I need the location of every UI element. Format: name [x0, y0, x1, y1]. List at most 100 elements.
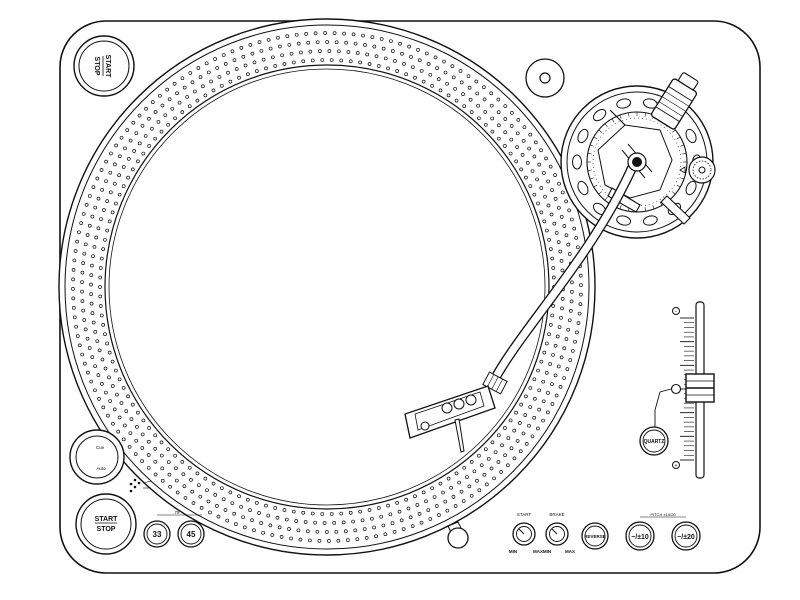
- platter[interactable]: [58, 18, 596, 556]
- pitch-10-button[interactable]: −/±10: [625, 521, 655, 551]
- tonearm-base-slot: [592, 108, 607, 122]
- strobe-dot: [532, 377, 537, 382]
- strobe-dot: [150, 126, 154, 131]
- strobe-dot: [483, 110, 488, 114]
- strobe-dot: [509, 137, 514, 142]
- strobe-dot: [528, 132, 533, 137]
- strobe-dot: [459, 80, 464, 85]
- strobe-dot: [550, 313, 555, 318]
- speed-45-label: 45: [187, 530, 196, 539]
- strobe-dot: [547, 332, 551, 337]
- strobe-dot: [566, 242, 571, 247]
- strobe-dot: [362, 527, 367, 531]
- strobe-dot: [241, 515, 245, 520]
- strobe-dot: [519, 167, 524, 172]
- strobe-dot: [180, 110, 185, 114]
- strobe-dot: [80, 270, 85, 275]
- strobe-dot: [379, 514, 384, 519]
- strobe-dot: [514, 159, 518, 164]
- quartz-indicator-led: [670, 383, 682, 395]
- strobe-dot: [397, 509, 402, 514]
- strobe-dot: [567, 318, 572, 323]
- strobe-dot: [318, 49, 322, 53]
- strobe-dot: [80, 352, 85, 357]
- strobe-dot: [570, 290, 574, 294]
- strobe-dot: [282, 62, 287, 66]
- strobe-dot: [574, 236, 579, 240]
- strobe-dot: [430, 83, 435, 88]
- start-knob[interactable]: START MIN MAX: [509, 512, 543, 554]
- cue-auto-knob[interactable]: Cue Auto: [69, 429, 125, 485]
- brake-knob-max: MAX: [565, 549, 575, 554]
- strobe-dot: [126, 394, 130, 399]
- strobe-dot: [339, 58, 344, 63]
- strobe-dot: [417, 58, 422, 63]
- top-start-stop-button[interactable]: START STOP: [73, 35, 135, 97]
- start-stop-button[interactable]: START STOP: [75, 493, 137, 555]
- speed-45-button[interactable]: 45: [177, 520, 205, 548]
- top-start-label: START: [104, 55, 111, 79]
- strobe-dot: [294, 519, 299, 523]
- strobe-dot: [107, 375, 111, 380]
- tonearm-base-tick: [659, 201, 663, 206]
- strobe-dot: [383, 532, 388, 537]
- strobe-dot: [191, 501, 196, 505]
- strobe-dot: [467, 484, 472, 489]
- strobe-dot: [556, 364, 561, 369]
- strobe-dot: [80, 280, 84, 284]
- anti-skate-dial[interactable]: [679, 156, 716, 184]
- tonearm[interactable]: [482, 152, 647, 395]
- strobe-dot: [204, 61, 209, 66]
- strobe-dot: [81, 308, 85, 313]
- strobe-dot: [232, 58, 237, 62]
- strobe-dots: [71, 31, 583, 543]
- pitch-20-button[interactable]: −/±20: [671, 521, 701, 551]
- strobe-dot: [261, 530, 265, 535]
- strobe-dot: [559, 315, 563, 320]
- strobe-dot: [374, 54, 379, 59]
- strobe-dot: [553, 343, 558, 348]
- strobe-dot: [104, 159, 108, 164]
- pitch-slider-thumb[interactable]: [685, 373, 715, 403]
- quartz-button[interactable]: QUARTZ: [639, 426, 669, 456]
- strobe-dot: [341, 520, 346, 525]
- strobe-dot: [303, 520, 308, 524]
- slider-top-mark: −: [675, 309, 678, 315]
- strobe-dot: [336, 538, 341, 543]
- counterweight[interactable]: [650, 69, 702, 130]
- strobe-dot: [512, 428, 517, 433]
- strobe-dot: [153, 110, 158, 114]
- target-light[interactable]: [447, 521, 469, 549]
- strobe-dot: [572, 226, 577, 231]
- finger-lift[interactable]: [454, 418, 465, 453]
- strobe-dot: [92, 244, 97, 249]
- reverse-button[interactable]: REVERSE: [581, 522, 609, 550]
- strobe-dot: [451, 75, 456, 80]
- strobe-dot: [117, 415, 122, 420]
- strobe-dot: [123, 423, 127, 428]
- strobe-dot: [75, 239, 79, 244]
- speed-33-button[interactable]: 33: [143, 520, 171, 548]
- strobe-dot: [243, 525, 247, 530]
- strobe-dot: [565, 367, 570, 371]
- top-stop-label: STOP: [93, 57, 100, 76]
- tonearm-base-tick: [587, 169, 592, 171]
- headshell[interactable]: [404, 385, 496, 453]
- strobe-dot: [285, 34, 290, 38]
- tonearm-base-tick: [644, 207, 646, 212]
- strobe-dot: [327, 539, 331, 543]
- strobe-dot: [110, 359, 115, 364]
- strobe-dot: [128, 138, 133, 143]
- cue-lever[interactable]: [660, 195, 691, 225]
- strobe-dot: [106, 413, 110, 418]
- strobe-dot: [483, 447, 488, 452]
- strobe-dot: [248, 508, 252, 512]
- strobe-dot: [426, 508, 431, 512]
- strobe-dot: [190, 489, 195, 494]
- pitch-slider[interactable]: − +: [672, 301, 715, 479]
- strobe-dot: [205, 488, 209, 493]
- brake-knob[interactable]: BRAKE MIN MAX: [543, 512, 575, 554]
- strobe-dot: [291, 60, 296, 65]
- strobe-dot: [496, 123, 501, 128]
- strobe-dot: [127, 444, 132, 449]
